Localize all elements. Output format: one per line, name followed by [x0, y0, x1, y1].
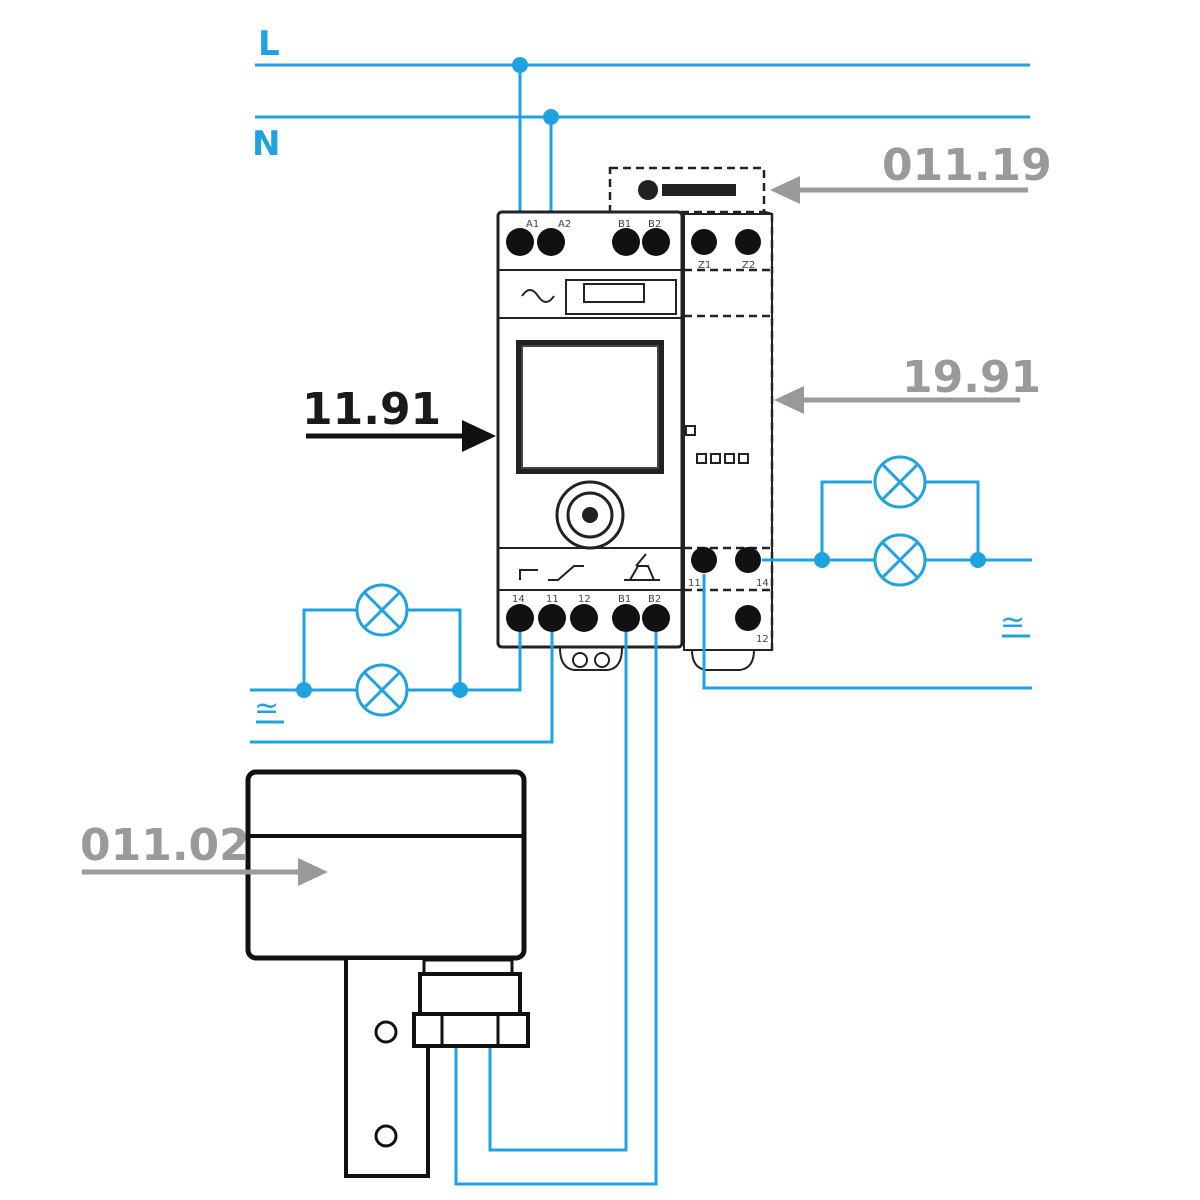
terminal-module-11 — [691, 547, 717, 573]
terminal-label-b1-top: B1 — [618, 219, 631, 230]
left-lamp-circuit: ≃ — [250, 583, 522, 726]
callout-011-02: 011.02 — [80, 820, 328, 886]
brand-logo-bar — [662, 184, 736, 196]
label-011-19: 011.19 — [882, 140, 1052, 191]
label-011-02: 011.02 — [80, 820, 250, 871]
terminal-11 — [538, 604, 566, 632]
terminal-label-b2-top: B2 — [648, 219, 661, 230]
terminal-label-14: 14 — [512, 594, 525, 605]
terminal-b2 — [642, 604, 670, 632]
sensor-wire-b1 — [488, 632, 628, 1152]
terminal-module-14 — [735, 547, 761, 573]
ac-symbol-icon — [521, 289, 555, 303]
supply-symbol-right: ≃ — [1000, 605, 1025, 640]
main-common-wire — [250, 632, 554, 744]
neutral-label: N — [252, 124, 280, 164]
light-sensor-symbol-icon — [624, 553, 660, 581]
terminal-a1 — [506, 228, 534, 256]
right-lamp-circuit: ≃ — [762, 455, 1032, 640]
terminal-14 — [506, 604, 534, 632]
terminal-label-12: 12 — [578, 594, 591, 605]
main-unit-11-91 — [496, 210, 684, 671]
callout-011-19: 011.19 — [770, 140, 1052, 204]
terminal-label-module-11: 11 — [688, 578, 701, 589]
terminal-label-z2: Z2 — [742, 260, 755, 271]
terminal-module-12 — [735, 605, 761, 631]
sensor-wire-b2 — [454, 632, 658, 1186]
terminal-label-a2: A2 — [558, 219, 571, 230]
label-11-91: 11.91 — [302, 384, 441, 435]
terminal-label-z1: Z1 — [698, 260, 711, 271]
callout-19-91: 19.91 — [774, 352, 1041, 414]
terminal-label-11: 11 — [546, 594, 559, 605]
label-accessory-011-19 — [608, 166, 773, 216]
terminal-z1 — [691, 229, 717, 255]
neutral-junction — [543, 109, 559, 125]
terminal-label-module-14: 14 — [756, 578, 769, 589]
display-screen — [521, 345, 659, 469]
light-sensor-011-02 — [245, 769, 530, 1178]
lamp-icon — [355, 583, 409, 637]
live-label: L — [258, 24, 280, 64]
terminal-label-a1: A1 — [526, 219, 539, 230]
terminal-b2-top — [642, 228, 670, 256]
terminal-label-b2: B2 — [648, 594, 661, 605]
lamp-icon — [873, 533, 927, 587]
module-common-wire — [702, 574, 1032, 690]
brand-logo-icon — [638, 180, 658, 200]
label-19-91: 19.91 — [902, 352, 1041, 403]
terminal-b1 — [612, 604, 640, 632]
top-terminals-main: A1 A2 B1 B2 — [506, 219, 670, 256]
supply-symbol-left: ≃ — [254, 691, 279, 726]
lamp-icon — [873, 455, 927, 509]
terminal-z2 — [735, 229, 761, 255]
terminal-label-module-12: 12 — [756, 634, 769, 645]
live-junction — [512, 57, 528, 73]
terminal-b1-top — [612, 228, 640, 256]
terminal-label-b1: B1 — [618, 594, 631, 605]
contact-co-icon — [548, 565, 584, 581]
terminal-12 — [570, 604, 598, 632]
lamp-icon — [355, 663, 409, 717]
callout-11-91: 11.91 — [302, 384, 496, 452]
contact-no-icon — [519, 569, 538, 580]
terminal-a2 — [537, 228, 565, 256]
expansion-module-19-91: Z1 Z2 11 14 12 — [683, 213, 774, 671]
bottom-terminals-main: 14 11 12 B1 B2 — [506, 594, 670, 632]
